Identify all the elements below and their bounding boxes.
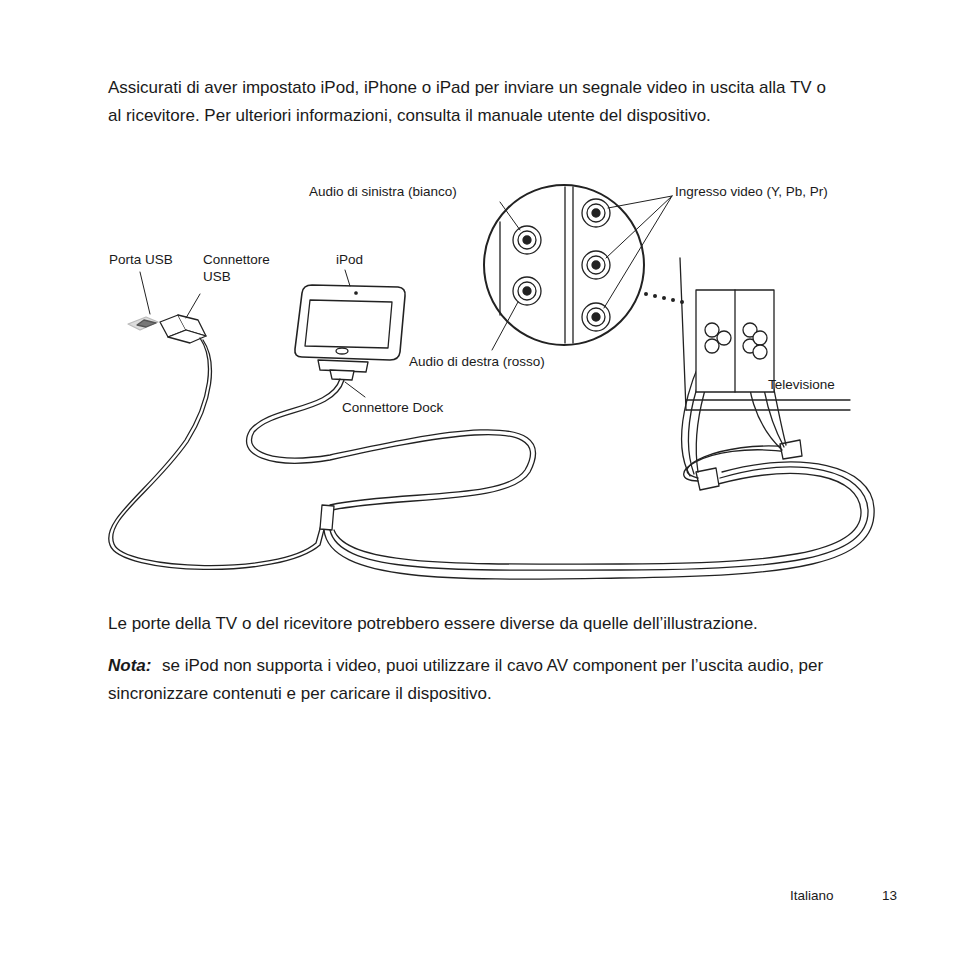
callout-label: Porta USB	[109, 251, 173, 268]
usb-port	[128, 317, 158, 330]
cable	[109, 338, 327, 569]
dock-connector	[318, 360, 368, 380]
leader-line	[140, 196, 672, 397]
usb-connector	[160, 315, 206, 343]
callout-label: Ingresso video (Y, Pb, Pr)	[675, 183, 828, 200]
note-heading: Nota:	[108, 652, 151, 680]
callout-label: Audio di sinistra (bianco)	[309, 183, 457, 200]
body-text: Le porte della TV o del ricevitore potre…	[108, 610, 908, 638]
callout-label: Connettore USB	[203, 251, 295, 285]
page-number: 13	[882, 887, 897, 904]
callout-label: Connettore Dock	[342, 399, 443, 416]
callout-label: Televisione	[768, 376, 835, 393]
television	[680, 258, 850, 410]
callout-label: iPod	[336, 251, 363, 268]
language-label: Italiano	[790, 887, 834, 904]
callout-label: Audio di destra (rosso)	[409, 353, 545, 370]
ipod	[295, 285, 405, 360]
note-text: se iPod non supporta i video, puoi utili…	[108, 652, 868, 708]
splitter	[320, 505, 334, 530]
body-text: Assicurati di aver impostato iPod, iPhon…	[108, 74, 828, 130]
